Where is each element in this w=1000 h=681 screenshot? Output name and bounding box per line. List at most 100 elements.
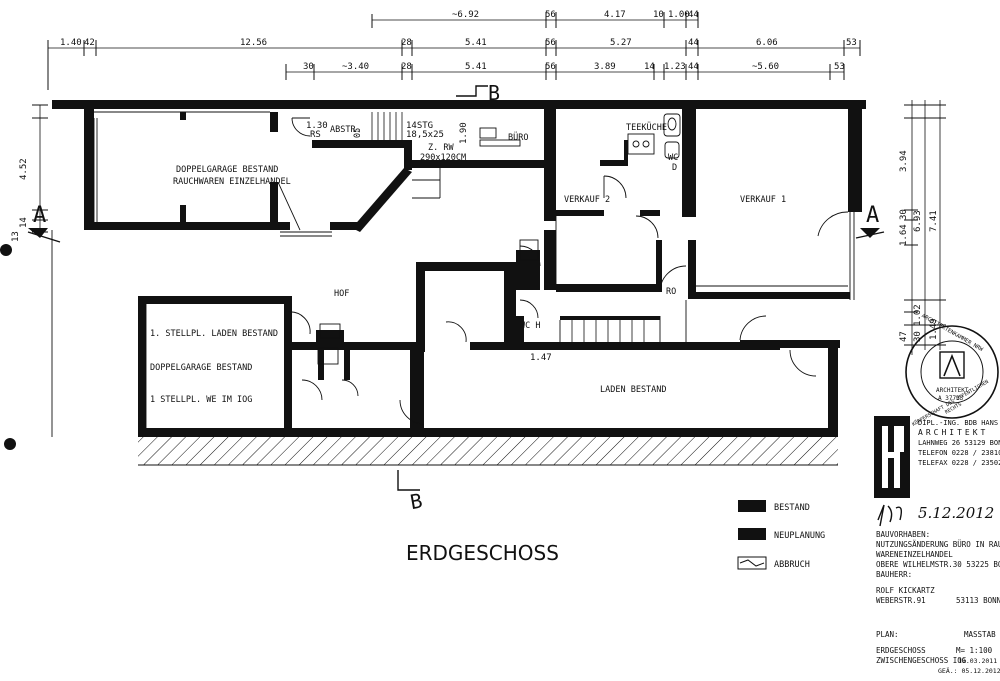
plan-item-1: ERDGESCHOSS — [876, 646, 926, 655]
plan-scale: M= 1:100 — [956, 646, 993, 655]
client-city: 53113 BONN — [956, 596, 1000, 605]
door-swings — [287, 117, 849, 425]
dimension-labels: ~6.92 56 4.17 10 1.00 44 1.40 42 12.56 2… — [11, 10, 939, 363]
dim-label: 1.02 — [913, 304, 923, 326]
project-line1: NUTZUNGSÄNDERUNG BÜRO IN RAUCH- — [876, 540, 1000, 549]
dim-label: 1.64 — [899, 224, 909, 246]
client-label: BAUHERR: — [876, 570, 913, 579]
dim-label: ~6.92 — [452, 10, 479, 20]
room-label-buero: BÜRO — [508, 132, 528, 143]
svg-text:D: D — [672, 163, 677, 173]
room-label-stellpl1: 1. STELLPL. LADEN BESTAND — [150, 329, 278, 339]
client-block: BAUHERR: ROLF KICKARTZ WEBERSTR.91 53113… — [876, 570, 1000, 606]
dim-label: 53 — [846, 38, 857, 48]
window-lines — [51, 111, 855, 437]
svg-text:B: B — [408, 488, 424, 514]
dim-label: 18,5x25 — [406, 130, 444, 140]
room-label-abstr: ABSTR. — [330, 125, 361, 135]
room-label-garage-sub: RAUCHWAREN EINZELHANDEL — [173, 177, 291, 187]
svg-text:B: B — [488, 81, 500, 105]
dimension-ticks — [32, 12, 946, 346]
signature — [877, 504, 903, 527]
project-block: BAUVORHABEN: NUTZUNGSÄNDERUNG BÜRO IN RA… — [876, 530, 1000, 570]
fixtures — [317, 113, 681, 365]
dim-label: 28 — [401, 62, 412, 72]
scale-label: MASSTAB — [964, 630, 996, 639]
dim-label: 56 — [545, 62, 556, 72]
dim-label: 1.90 — [459, 122, 469, 144]
dim-label: 13 — [11, 231, 21, 242]
dim-label: ~5.60 — [752, 62, 779, 72]
legend-swatch-neuplanung — [738, 528, 766, 540]
dim-label: 6.93 — [913, 210, 923, 232]
dim-label: 5.41 — [465, 62, 487, 72]
dim-label: 3.94 — [899, 150, 909, 172]
dim-label: 28 — [401, 38, 412, 48]
legend-label-bestand: BESTAND — [774, 503, 810, 513]
room-label-zrw: Z. RW — [428, 143, 454, 153]
architect-phone: TELEFON 0228 / 238101 — [918, 449, 1000, 457]
legend-label-neuplanung: NEUPLANUNG — [774, 531, 825, 541]
room-label-wch: WC H — [520, 321, 540, 331]
room-label-zrw-size: 290x120CM — [420, 153, 466, 163]
dim-label: 7.41 — [929, 210, 939, 232]
room-label-stellpl2: 1 STELLPL. WE IM IOG — [150, 395, 252, 405]
sidewalk-hatch — [138, 437, 838, 465]
dim-label: 53 — [834, 62, 845, 72]
svg-text:05: 05 — [353, 128, 363, 138]
plan-item-2: ZWISCHENGESCHOSS IOG — [876, 656, 967, 665]
room-label-laden: LADEN BESTAND — [600, 385, 667, 395]
architect-street: LAHNWEG 26 53129 BONN — [918, 439, 1000, 447]
client-street: WEBERSTR.91 — [876, 596, 926, 605]
plan-date-2: GEÄ.: 05.12.2012 — [938, 667, 1000, 675]
walls — [52, 100, 866, 437]
architect-title: ARCHITEKT — [918, 428, 989, 437]
dim-label: 5.27 — [610, 38, 632, 48]
dim-label: 1.00 — [668, 10, 690, 20]
dim-label: 56 — [545, 10, 556, 20]
room-labels: DOPPELGARAGE BESTAND RAUCHWAREN EINZELHA… — [150, 122, 786, 405]
plan-label: PLAN: — [876, 630, 899, 639]
dim-label: 30 — [899, 209, 909, 220]
room-label-garage2: DOPPELGARAGE BESTAND — [150, 363, 252, 373]
architect-fax: TELEFAX 0228 / 235025 — [918, 459, 1000, 467]
svg-text:A 37733: A 37733 — [938, 395, 964, 402]
architect-name: DIPL.-ING. BDB HANS PAPIES — [918, 419, 1000, 427]
dim-label: 30 — [303, 62, 314, 72]
room-label-wc: WC — [668, 153, 678, 163]
dim-label: 30 — [913, 331, 923, 342]
room-label-teekueche: TEEKÜCHE — [626, 122, 667, 133]
svg-text:ARCHITEKT: ARCHITEKT — [936, 387, 969, 394]
dim-label: 10 — [653, 10, 664, 20]
dim-label: 1.23 — [664, 62, 686, 72]
dim-label: 42 — [84, 38, 95, 48]
svg-text:A: A — [866, 203, 879, 228]
dim-label: 14STG — [406, 121, 433, 131]
room-label-hof: HOF — [334, 289, 349, 299]
svg-text:A: A — [33, 203, 46, 228]
dim-label: 6.06 — [756, 38, 778, 48]
plan-title: ERDGESCHOSS — [406, 541, 559, 565]
legend: BESTAND NEUPLANUNG ABBRUCH — [737, 500, 825, 570]
client-name: ROLF KICKARTZ — [876, 586, 935, 595]
dim-label: 56 — [545, 38, 556, 48]
room-label-ro: RO — [666, 287, 676, 297]
room-label-verkauf2: VERKAUF 2 — [564, 195, 610, 205]
room-label-verkauf1: VERKAUF 1 — [740, 195, 786, 205]
punch-hole — [0, 244, 12, 256]
section-marker-b-top: B — [456, 81, 500, 105]
room-label-garage: DOPPELGARAGE BESTAND — [176, 165, 278, 175]
signature-date: 5.12.2012 — [918, 504, 995, 522]
dim-label: 3.89 — [594, 62, 616, 72]
punch-hole — [4, 438, 16, 450]
dim-label: 14 — [644, 62, 655, 72]
dim-label: 1.47 — [530, 353, 552, 363]
dim-label: 4.17 — [604, 10, 626, 20]
architect-stamp: ARCHITEKT A 37733 — [905, 325, 999, 419]
dim-label: 5.41 — [465, 38, 487, 48]
plan-block: PLAN: MASSTAB ERDGESCHOSS M= 1:100 ZWISC… — [876, 630, 1000, 680]
section-marker-a-left: A — [27, 203, 61, 243]
plan-date-1: 18.03.2011 — [958, 657, 998, 665]
dim-label: 47 — [899, 331, 909, 342]
